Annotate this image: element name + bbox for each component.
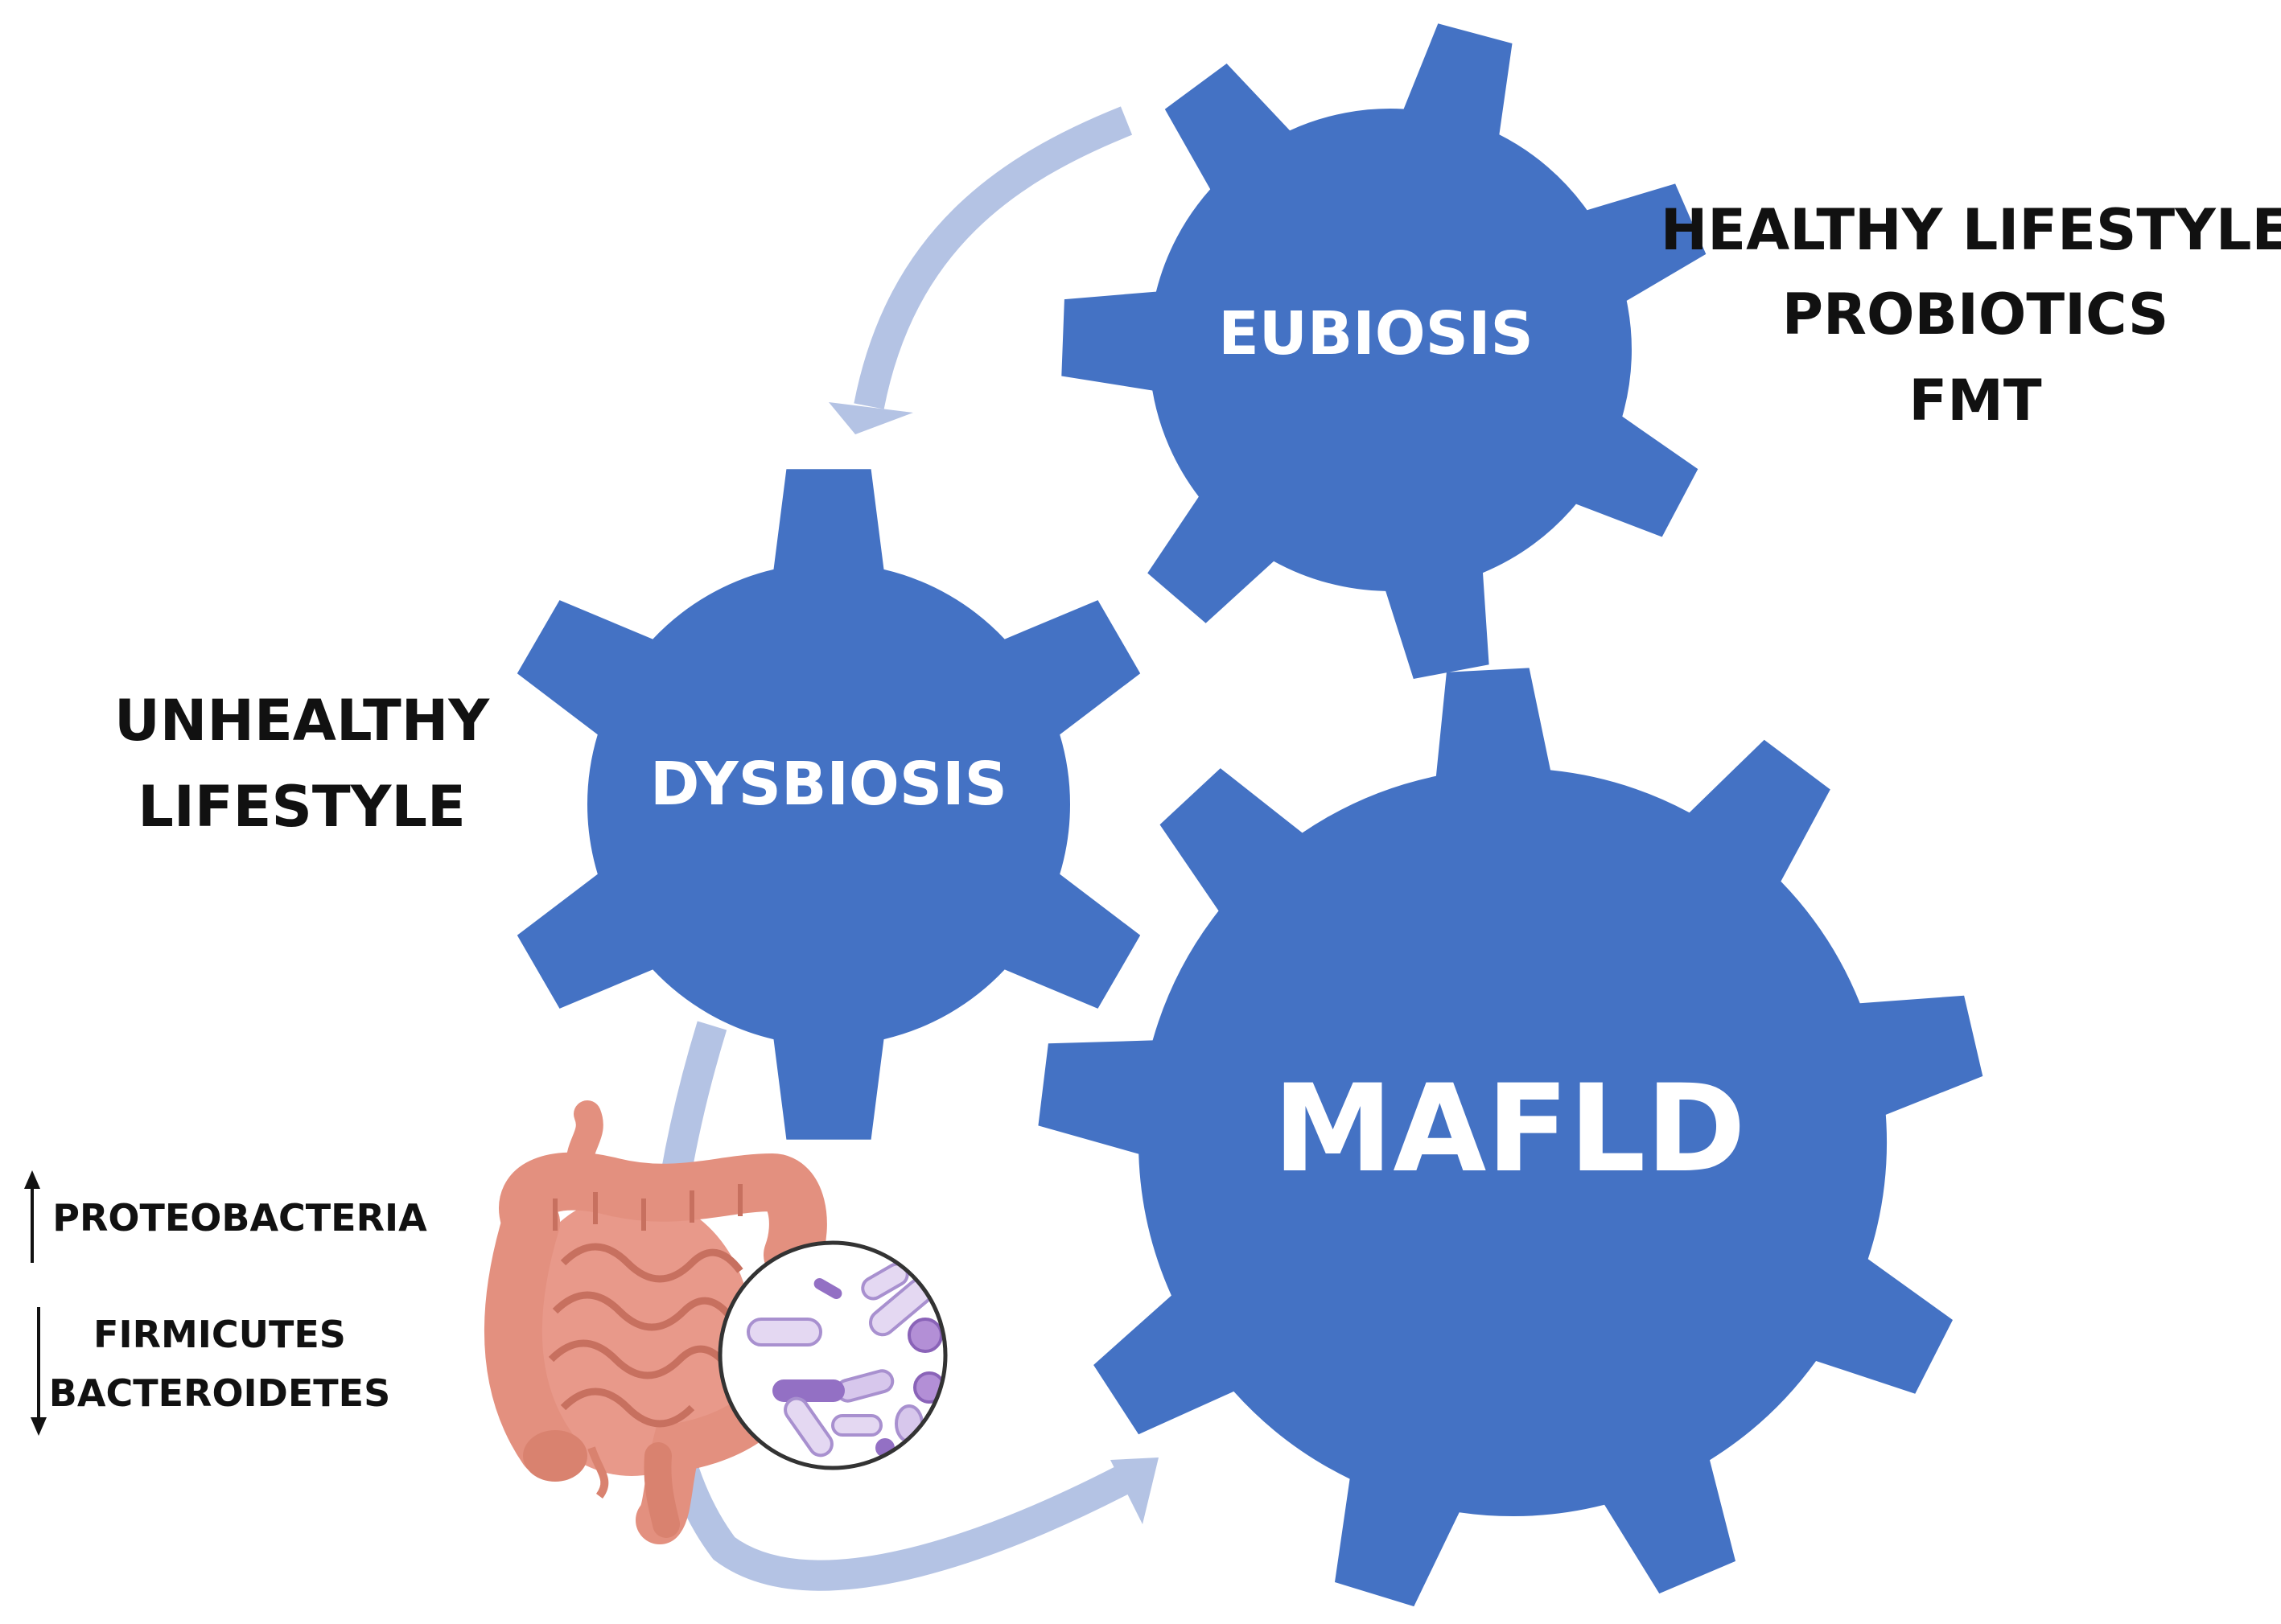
up-arrow-icon xyxy=(24,1170,40,1263)
healthy-factor-2: PROBIOTICS xyxy=(1782,282,2169,347)
gears: EUBIOSIS DYSBIOSIS MAFLD xyxy=(517,23,1983,1607)
decreased-phylum-1: FIRMICUTES xyxy=(93,1313,346,1356)
arrow-eubiosis-to-dysbiosis xyxy=(854,106,1133,409)
unhealthy-factors: UNHEALTHY LIFESTYLE xyxy=(114,688,490,840)
microbiota-changes: PROTEOBACTERIA FIRMICUTES BACTEROIDETES xyxy=(24,1170,427,1436)
down-arrow-icon xyxy=(31,1307,47,1436)
eubiosis-label: EUBIOSIS xyxy=(1218,299,1534,368)
increased-phylum-1: PROTEOBACTERIA xyxy=(52,1196,427,1240)
arrow-eubiosis-to-dysbiosis-head xyxy=(829,402,913,434)
decreased-phylum-2: BACTEROIDETES xyxy=(49,1371,390,1415)
unhealthy-factor-1: UNHEALTHY xyxy=(114,688,490,754)
dysbiosis-label: DYSBIOSIS xyxy=(650,750,1007,819)
arrow-dysbiosis-to-mafld-head xyxy=(1110,1457,1159,1524)
healthy-factor-1: HEALTHY LIFESTYLE xyxy=(1661,197,2281,263)
healthy-factors: HEALTHY LIFESTYLE PROBIOTICS FMT xyxy=(1661,197,2281,434)
healthy-factor-3: FMT xyxy=(1908,368,2041,434)
mafld-label: MAFLD xyxy=(1273,1059,1746,1199)
eubiosis-gear xyxy=(1061,23,1707,680)
unhealthy-factor-2: LIFESTYLE xyxy=(138,774,466,840)
dysbiosis-gear xyxy=(517,469,1141,1140)
bacteria-magnifier-icon xyxy=(718,1240,948,1470)
mafld-gear xyxy=(1038,668,1983,1607)
